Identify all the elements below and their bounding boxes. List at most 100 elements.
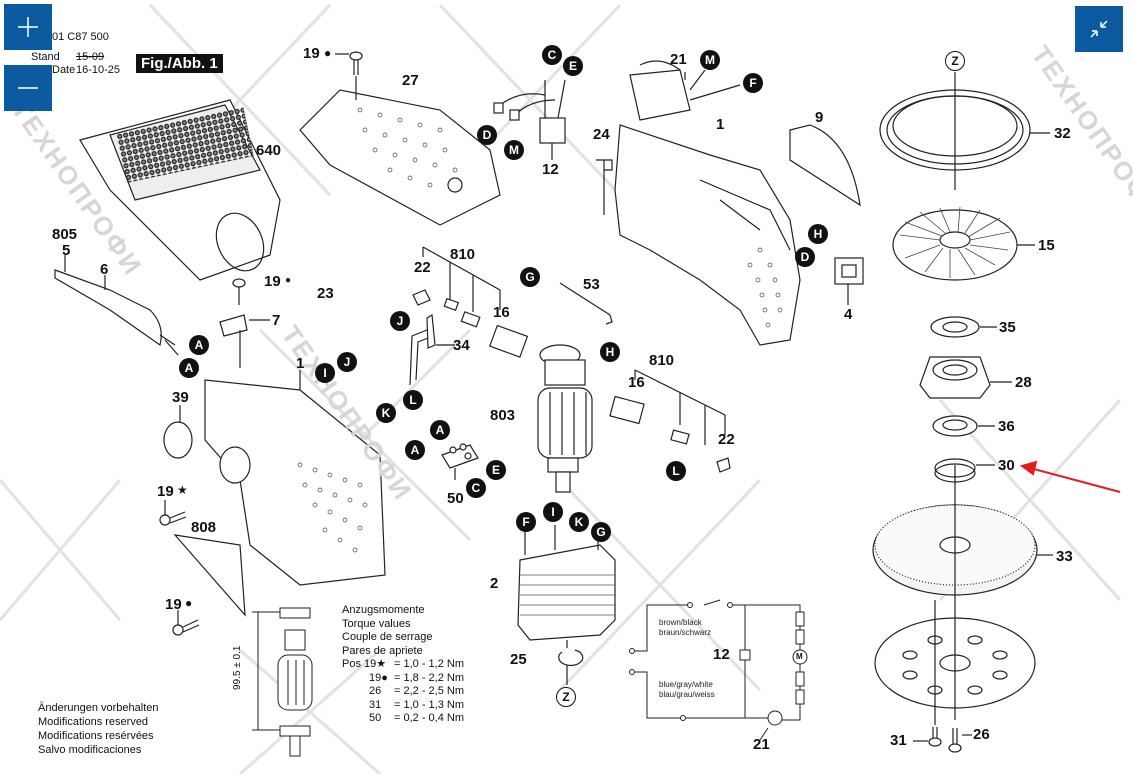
part-label-2: 2 — [490, 575, 499, 592]
part-label-19: 19 — [264, 273, 281, 290]
figure-label: Fig./Abb. 1 — [136, 54, 223, 73]
wire-53 — [559, 282, 613, 325]
part-label-4: 4 — [844, 306, 853, 323]
part-label-27: 27 — [402, 72, 419, 89]
connector-m: M — [700, 50, 720, 70]
torque-row: Pos 19★= 1,0 - 1,2 Nm — [342, 658, 465, 670]
washer-35 — [930, 316, 980, 338]
collapse-arrows-icon — [1090, 20, 1108, 38]
part-label-30: 30 — [998, 457, 1015, 474]
part-label-16: 16 — [493, 304, 510, 321]
leader-lines — [913, 132, 1053, 742]
sanding-sheet-808 — [173, 534, 246, 617]
torque-row: 31= 1,0 - 1,3 Nm — [369, 698, 465, 711]
connector-i: I — [315, 363, 335, 383]
new-version: 16-10-25 — [76, 64, 121, 76]
connector-i: I — [543, 502, 563, 522]
sanding-sheet-9 — [789, 124, 861, 207]
part-label-5: 5 — [62, 242, 71, 259]
part-label-53: 53 — [583, 276, 600, 293]
bearing-flange-28 — [919, 356, 991, 399]
connector-g: G — [591, 522, 611, 542]
zoom-in-button[interactable] — [4, 4, 52, 50]
torque-row: 19●= 1,8 - 2,2 Nm — [369, 671, 465, 684]
part-label-21: 21 — [753, 736, 770, 753]
torque-title-fr: Couple de serrage — [342, 631, 433, 643]
connector-l: L — [403, 390, 423, 410]
old-version: 15-09 — [76, 51, 105, 63]
connector-h: H — [808, 224, 828, 244]
housing-1-right — [614, 124, 801, 346]
part-label-25: 25 — [510, 651, 527, 668]
cover-27 — [299, 89, 501, 226]
modifications-notice: Änderungen vorbehalten Modifications res… — [38, 702, 159, 756]
connector-m: M — [504, 140, 524, 160]
stand-label: Stand — [31, 51, 60, 63]
connector-k: K — [376, 403, 396, 423]
stator-2 — [517, 525, 616, 641]
torque-table: Anzugsmomente Torque values Couple de se… — [342, 604, 464, 726]
pad-brake-32 — [879, 72, 1031, 190]
part-label-39: 39 — [172, 389, 189, 406]
torque-row: 50= 0,2 - 0,4 Nm — [369, 712, 465, 724]
connector-g: G — [520, 267, 540, 287]
part-label-26: 26 — [973, 726, 990, 743]
part-label-7: 7 — [272, 312, 281, 329]
connector-d: D — [477, 125, 497, 145]
part-label-1: 1 — [716, 116, 725, 133]
star-marker: ★ — [177, 483, 188, 497]
dot-marker: ● — [285, 275, 292, 286]
screw-19-star — [159, 500, 187, 526]
cord-6 — [54, 255, 179, 356]
switch-4 — [834, 257, 864, 305]
exit-fullscreen-button[interactable] — [1075, 6, 1123, 52]
connector-d: D — [795, 247, 815, 267]
connector-a: A — [179, 358, 199, 378]
reference-z: Z — [945, 51, 965, 71]
fan-15 — [892, 206, 1018, 281]
dot-marker: ● — [185, 596, 193, 610]
part-label-24: 24 — [593, 126, 610, 143]
part-label-19-star: 19 — [157, 483, 174, 500]
minus-icon — [18, 87, 38, 89]
part-label-810: 810 — [649, 352, 675, 369]
part-label-805: 805 — [52, 226, 78, 243]
part-label-15: 15 — [1038, 237, 1055, 254]
wire-label-brown: brown/black braun/schwarz — [659, 618, 712, 637]
zoom-out-button[interactable] — [4, 65, 52, 111]
connector-f: F — [743, 73, 763, 93]
washer-36 — [932, 415, 978, 437]
wiring-diagram — [629, 599, 808, 741]
date-label: Date — [52, 64, 76, 76]
plus-icon — [18, 17, 38, 37]
part-label-36: 36 — [998, 418, 1015, 435]
part-label-23: 23 — [317, 285, 334, 302]
wire-label-blue: blue/gray/white blau/grau/weiss — [659, 680, 715, 699]
part-label-34: 34 — [453, 337, 470, 354]
connector-e: E — [563, 56, 583, 76]
connector-h: H — [600, 342, 620, 362]
bracket-24-top — [596, 159, 613, 171]
part-label-50: 50 — [447, 490, 464, 507]
connector-e: E — [486, 460, 506, 480]
part-label-12: 12 — [713, 646, 730, 663]
part-label-22: 22 — [414, 259, 431, 276]
housing-1-left — [204, 370, 386, 586]
connector-a: A — [405, 440, 425, 460]
connector-c: C — [542, 45, 562, 65]
part-label-810: 810 — [450, 246, 476, 263]
snap-ring-25 — [558, 649, 584, 667]
motor-symbol: M — [796, 652, 803, 661]
part-label-16: 16 — [628, 374, 645, 391]
part-label-6: 6 — [100, 261, 109, 278]
capacitor-12 — [493, 79, 566, 160]
connector-k: K — [569, 512, 589, 532]
part-label-803: 803 — [490, 407, 516, 424]
terminal-block-50 — [441, 443, 479, 480]
part-label-28: 28 — [1015, 374, 1032, 391]
part-label-21: 21 — [670, 51, 687, 68]
reference-z: Z — [556, 687, 576, 707]
torque-title-es: Pares de apriete — [342, 644, 423, 657]
part-label-9: 9 — [815, 109, 824, 126]
brush-set-lower — [609, 369, 731, 473]
